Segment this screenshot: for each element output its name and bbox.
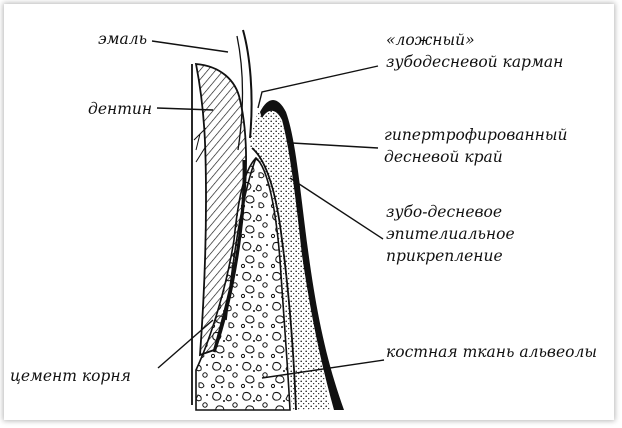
label-epithelial-3: прикрепление <box>386 247 503 265</box>
hyper-margin-pointer <box>292 143 378 148</box>
label-cementum: цемент корня <box>10 367 131 385</box>
label-epithelial-1: зубо-десневое <box>386 203 502 221</box>
label-hyper-margin-1: гипертрофированный <box>384 126 568 144</box>
label-alveolar-bone: костная ткань альвеолы <box>386 343 597 361</box>
label-false-pocket-1: «ложный» <box>386 31 475 49</box>
enamel-pointer <box>152 41 228 52</box>
label-epithelial-2: эпителиальное <box>386 225 515 243</box>
label-dentin: дентин <box>88 100 152 118</box>
label-enamel: эмаль <box>98 30 147 48</box>
label-hyper-margin-2: десневой край <box>384 148 503 166</box>
label-false-pocket-2: зубодесневой карман <box>386 53 563 71</box>
